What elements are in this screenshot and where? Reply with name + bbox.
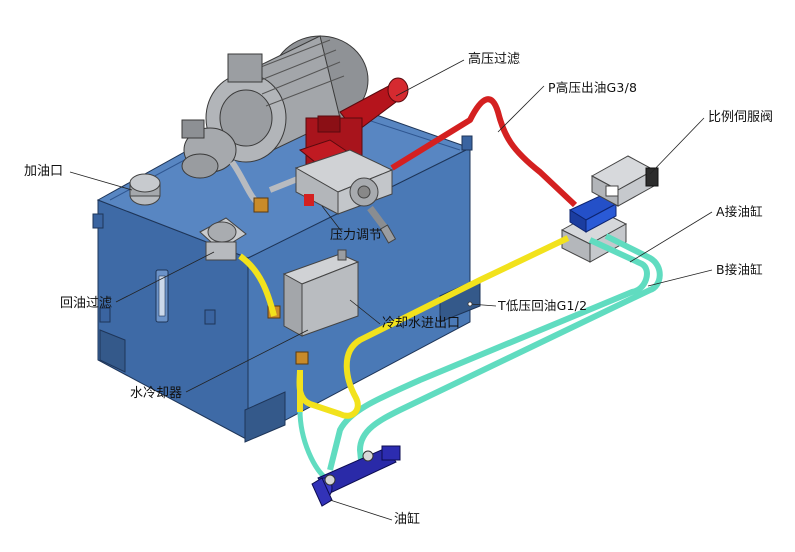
label-servo-valve: 比例伺服阀 — [708, 110, 774, 125]
pressure-line — [390, 96, 578, 208]
hydraulic-cylinder — [311, 445, 401, 507]
label-t-return: T低压回油G1/2 — [498, 298, 588, 313]
label-port-b: B接油缸 — [716, 262, 763, 277]
water-cooler-body — [267, 249, 360, 365]
label-water-cooler: 水冷却器 — [130, 386, 183, 401]
label-p-outlet: P高压出油G3/8 — [548, 80, 638, 95]
label-fill-port: 加油口 — [24, 164, 64, 179]
label-cooling-water-port: 冷却水进出口 — [382, 316, 461, 331]
label-cylinder: 油缸 — [394, 512, 421, 527]
label-port-a: A接油缸 — [716, 204, 763, 219]
label-return-filter: 回油过滤 — [60, 296, 113, 311]
line-b — [357, 233, 663, 471]
return-filter — [199, 217, 247, 261]
label-high-pressure-filter: 高压过滤 — [468, 52, 521, 67]
leader-lines — [69, 59, 713, 521]
valve-manifold — [294, 149, 397, 244]
label-pressure-adjust: 压力调节 — [330, 228, 383, 243]
fill-cap — [129, 173, 161, 206]
